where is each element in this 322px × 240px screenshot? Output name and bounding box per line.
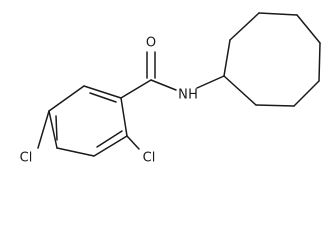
bond-ring-to-ortho-chlorine [126,135,140,150]
bond-nitrogen-to-cyclooctyl [196,75,225,89]
cyclooctane-bond-3 [258,12,298,16]
ring-double-bond-inner-3 [55,115,58,141]
para-chlorine-label: Cl [20,151,33,166]
ring-bond-c3-c4 [56,147,95,157]
ortho-chlorine-label: Cl [143,151,156,166]
structure-canvas: O N H Cl Cl [20,12,321,166]
cyclooctane-bond-5 [318,42,321,82]
amide-nitrogen-label: N [178,88,188,103]
bond-ring-to-carbonyl [120,79,152,99]
cyclooctane-bond-4 [296,14,321,44]
ring-bond-c2-c3 [93,135,128,157]
ring-bond-c6-c1 [83,85,122,99]
cyclooctane-ring [223,12,321,107]
amide-group [120,51,225,99]
cyclooctane-bond-2 [229,12,260,41]
cyclooctane-bond-6 [293,80,320,107]
amide-hydrogen-label: H [188,88,198,103]
cyclooctane-bond-7 [255,104,295,107]
ring-bond-c5-c6 [48,85,85,112]
cyclooctane-bond-1 [223,39,231,77]
ring-double-bond-inner-1 [89,92,117,103]
benzene-ring [48,85,128,157]
cyclooctane-bond-8 [223,75,257,106]
oxygen-label: O [146,36,156,51]
ring-bond-c1-c2 [120,97,128,137]
ring-bond-c4-c5 [48,110,58,149]
chemical-structure-drawing: O N H Cl Cl [20,12,321,166]
bond-ring-to-para-chlorine [37,110,50,149]
bond-carbonyl-to-nitrogen [150,79,177,91]
ring-double-bond-inner-2 [96,130,123,148]
